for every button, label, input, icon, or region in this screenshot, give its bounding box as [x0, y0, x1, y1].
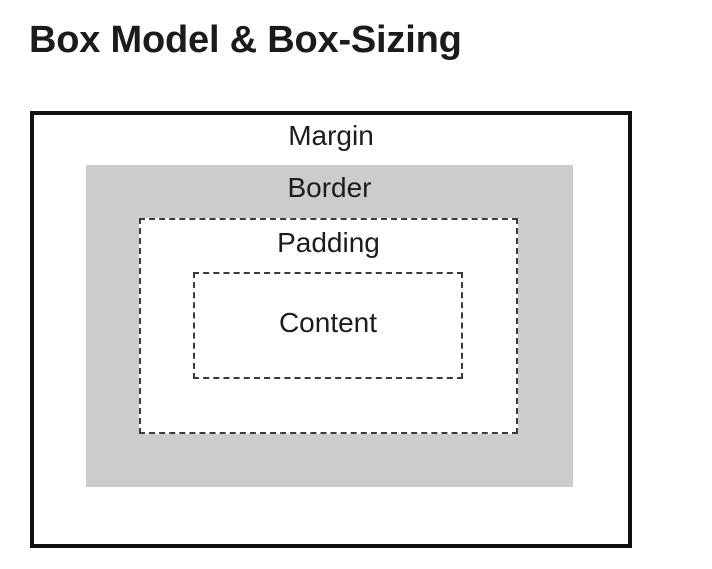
box-model-padding-layer: Padding Content	[139, 218, 518, 434]
box-label-border: Border	[287, 172, 372, 203]
box-model-border-layer: Border Padding Content	[86, 165, 573, 487]
box-model-margin-layer: Margin Border Padding Content	[30, 111, 632, 548]
box-label-padding: Padding	[277, 227, 380, 258]
page-title: Box Model & Box-Sizing	[29, 19, 462, 61]
box-label-margin: Margin	[288, 120, 374, 151]
box-model-content-layer: Content	[193, 272, 463, 379]
box-label-content: Content	[278, 307, 378, 338]
